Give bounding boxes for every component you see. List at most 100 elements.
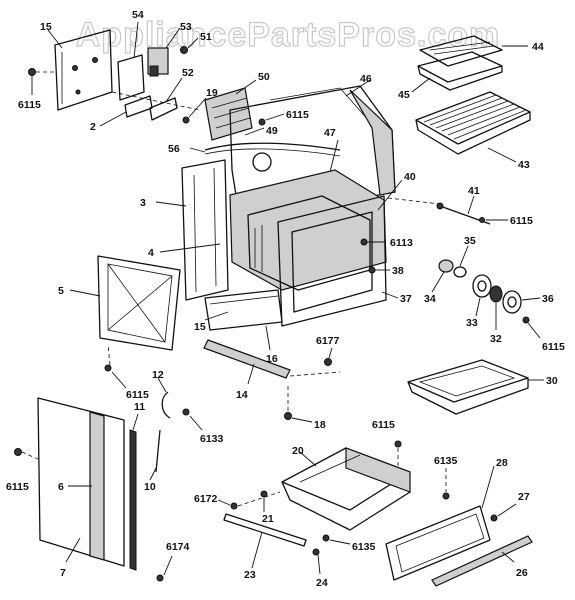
screw-6177 [324, 347, 333, 366]
screw-6174 [156, 555, 173, 582]
screw-6113 [360, 238, 386, 246]
label-34: 34 [424, 293, 436, 305]
label-49: 49 [266, 125, 278, 137]
label-23: 23 [244, 569, 256, 581]
part-23-drawer-slide [223, 513, 307, 569]
part-36-ring [502, 290, 541, 314]
label-53: 53 [180, 21, 192, 33]
screw-6135-b [322, 534, 351, 545]
label-6115-e: 6115 [126, 389, 149, 401]
label-6115-c: 6115 [510, 215, 533, 227]
label-26: 26 [516, 567, 528, 579]
label-46: 46 [360, 73, 372, 85]
label-43: 43 [518, 159, 530, 171]
part-54-bracket [117, 21, 145, 101]
screw-27 [490, 503, 517, 522]
part-53-switch [147, 27, 181, 77]
label-33: 33 [466, 317, 478, 329]
screw-6115-f [14, 448, 41, 461]
label-6135-b: 6135 [352, 541, 376, 553]
label-54: 54 [132, 9, 144, 21]
label-38: 38 [392, 265, 404, 277]
label-21: 21 [262, 513, 274, 525]
part-14-toe-kick [203, 339, 291, 385]
label-14: 14 [236, 389, 248, 401]
label-15-top: 15 [40, 21, 52, 33]
leader-40 [377, 179, 403, 211]
part-19-screw [182, 97, 207, 124]
part-3-front-frame [155, 159, 229, 301]
label-2: 2 [90, 121, 96, 133]
label-6174: 6174 [166, 541, 190, 553]
label-6172: 6172 [194, 493, 218, 505]
part-41-rod [436, 195, 508, 225]
screw-6172 [217, 491, 281, 510]
label-6115-b: 6115 [286, 109, 309, 121]
part-11-trim-strip [129, 413, 139, 571]
label-47: 47 [324, 127, 336, 139]
label-37: 37 [400, 293, 412, 305]
label-6115-d: 6115 [542, 341, 565, 353]
part-12-hinge [157, 377, 171, 419]
part-15-16-floor [204, 289, 283, 351]
label-6: 6 [58, 481, 64, 493]
label-50: 50 [258, 71, 270, 83]
screw-6115-g [394, 440, 402, 468]
screw-21 [260, 490, 268, 512]
screw-6115-d [522, 316, 541, 339]
label-41: 41 [468, 185, 480, 197]
part-43-oven-rack [415, 91, 531, 163]
part-45-broil-pan [411, 51, 503, 93]
part-46-oven-body [229, 79, 396, 221]
label-51: 51 [200, 31, 212, 43]
part-number-labels: 15 54 53 51 52 50 19 46 44 45 6115 2 611… [6, 9, 565, 589]
screw-6115-a [28, 68, 56, 95]
screw-18 [284, 412, 313, 423]
label-6115-g: 6115 [6, 481, 29, 493]
label-28: 28 [496, 457, 508, 469]
label-10: 10 [144, 481, 156, 493]
part-5-bottom-panel [69, 255, 181, 351]
label-7: 7 [60, 567, 66, 579]
part-10-hinge-pin [149, 429, 161, 481]
part-26-trim-strip [431, 535, 533, 587]
label-6177: 6177 [316, 335, 340, 347]
part-20-storage-drawer [281, 447, 411, 531]
label-6113: 6113 [390, 237, 413, 249]
label-35: 35 [464, 235, 476, 247]
label-32: 32 [490, 333, 502, 345]
label-18: 18 [314, 419, 326, 431]
screw-6115-e [104, 364, 127, 389]
part-35-knob-group [431, 245, 469, 293]
label-15-bottom: 15 [194, 321, 206, 333]
label-6115-a: 6115 [18, 99, 41, 111]
label-20: 20 [292, 445, 304, 457]
label-12: 12 [152, 369, 164, 381]
part-38-element [368, 266, 390, 274]
screw-6135-a [442, 468, 450, 500]
part-2-bracket [99, 95, 153, 127]
label-30: 30 [546, 375, 558, 387]
screw-6115-b [258, 113, 285, 126]
part-50-vent [204, 79, 257, 141]
label-40: 40 [404, 171, 416, 183]
leader-4 [159, 243, 221, 253]
part-32-bezel [489, 285, 503, 330]
label-45: 45 [398, 89, 410, 101]
part-37-front-panel [277, 195, 399, 327]
label-11: 11 [134, 401, 145, 413]
part-33-ring [472, 274, 492, 317]
label-4: 4 [148, 247, 154, 259]
screw-6133 [182, 408, 203, 431]
label-56: 56 [168, 143, 180, 155]
watermark-text: AppliancePartsPros.com [76, 16, 500, 54]
part-28-drawer-front [385, 465, 495, 581]
label-24: 24 [316, 577, 328, 589]
part-30-drip-tray [407, 359, 544, 415]
label-36: 36 [542, 293, 554, 305]
label-27: 27 [518, 491, 530, 503]
label-6133: 6133 [200, 433, 224, 445]
screw-24 [312, 548, 321, 575]
label-16: 16 [266, 353, 278, 365]
